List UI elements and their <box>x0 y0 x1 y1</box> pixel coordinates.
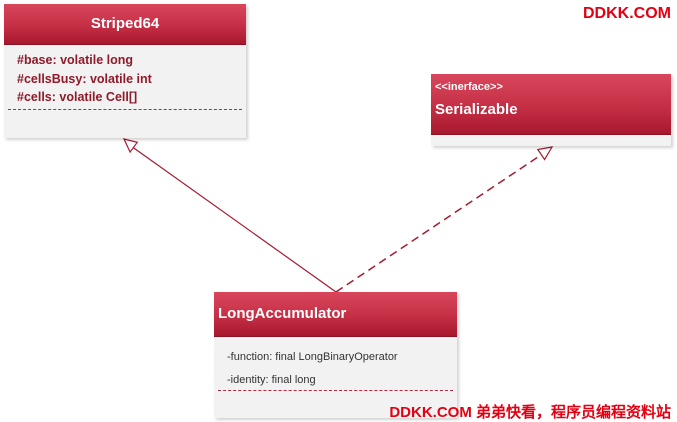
class-long-accumulator[interactable]: LongAccumulator -function: final LongBin… <box>214 292 457 418</box>
class-serializable[interactable]: <<inerface>> Serializable <box>431 74 671 146</box>
class-serializable-name: Serializable <box>435 101 518 118</box>
generalization-arrowhead <box>122 138 139 154</box>
class-long-accumulator-separator <box>218 390 453 391</box>
attribute-cells: #cells: volatile Cell[] <box>17 90 138 104</box>
class-striped64[interactable]: Striped64 #base: volatile long #cellsBus… <box>4 4 246 138</box>
class-serializable-stereotype: <<inerface>> <box>435 81 503 93</box>
class-striped64-name: Striped64 <box>90 15 160 32</box>
realization-line <box>335 152 545 293</box>
class-striped64-title: Striped64 <box>4 4 246 45</box>
class-long-accumulator-name: LongAccumulator <box>218 305 347 322</box>
class-serializable-title: <<inerface>> Serializable <box>431 74 671 135</box>
realization-arrowhead <box>536 146 554 161</box>
class-striped64-attributes: #base: volatile long #cellsBusy: volatil… <box>4 45 246 107</box>
watermark-top: DDKK.COM <box>583 5 671 22</box>
attribute-identity: -identity: final long <box>227 374 316 386</box>
class-striped64-separator <box>8 109 242 110</box>
class-long-accumulator-attributes: -function: final LongBinaryOperator -ide… <box>214 337 457 392</box>
attribute-base: #base: volatile long <box>17 53 134 67</box>
class-long-accumulator-title: LongAccumulator <box>214 292 457 337</box>
attribute-function: -function: final LongBinaryOperator <box>227 351 398 363</box>
generalization-line <box>130 145 337 293</box>
attribute-cells-busy: #cellsBusy: volatile int <box>17 71 152 86</box>
watermark-bottom: DDKK.COM 弟弟快看，程序员编程资料站 <box>389 404 671 421</box>
